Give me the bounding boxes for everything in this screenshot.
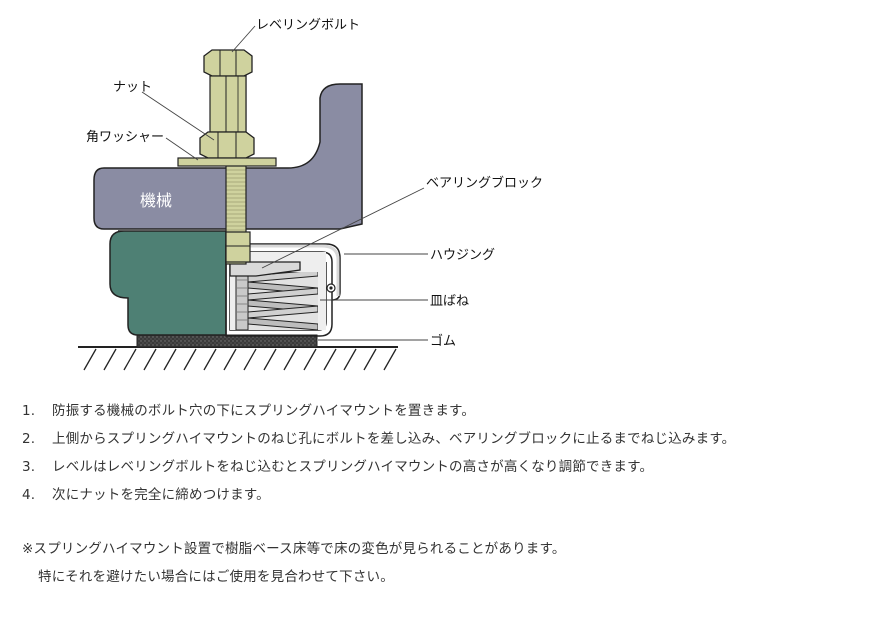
floor-hatch — [78, 346, 398, 371]
label-rubber: ゴム — [430, 333, 456, 349]
note-1: ※スプリングハイマウント設置で樹脂ベース床等で床の変色が見られることがあります。 — [22, 541, 566, 557]
label-square-washer: 角ワッシャー — [86, 130, 164, 145]
step-3: 3.レベルはレベリングボルトをねじ込むとスプリングハイマウントの高さが高くなり調… — [22, 459, 654, 475]
rubber-pad — [136, 334, 318, 348]
bolt-head — [203, 49, 253, 77]
step-1-text: 防振する機械のボルト穴の下にスプリングハイマウントを置きます。 — [52, 403, 476, 419]
nut — [199, 131, 255, 159]
step-4-text: 次にナットを完全に締めつけます。 — [52, 487, 270, 503]
step-4: 4.次にナットを完全に締めつけます。 — [22, 487, 270, 503]
note-2: 特にそれを避けたい場合にはご使用を見合わせて下さい。 — [38, 569, 394, 585]
caution-notes: ※スプリングハイマウント設置で樹脂ベース床等で床の変色が見られることがあります。… — [22, 535, 867, 591]
label-machine: 機械 — [140, 191, 172, 210]
mount-rubber-body — [109, 230, 227, 336]
step-2: 2.上側からスプリングハイマウントのねじ孔にボルトを差し込み、ベアリングブロック… — [22, 431, 736, 447]
disc-springs — [248, 272, 318, 330]
bearing-block — [229, 261, 301, 277]
leader-lines — [141, 25, 428, 341]
step-1: 1.防振する機械のボルト穴の下にスプリングハイマウントを置きます。 — [22, 403, 476, 419]
mount-cross-section-diagram: レベリングボルト ナット 角ワッシャー 機械 ベアリングブロック ハウジング 皿… — [78, 18, 543, 371]
label-disc-spring: 皿ばね — [430, 294, 469, 309]
label-bearing-block: ベアリングブロック — [426, 175, 543, 191]
instruction-steps: 1.防振する機械のボルト穴の下にスプリングハイマウントを置きます。 2.上側から… — [22, 397, 867, 509]
machine-body — [93, 83, 363, 230]
label-leveling-bolt: レベリングボルト — [256, 18, 360, 33]
step-2-text: 上側からスプリングハイマウントのねじ孔にボルトを差し込み、ベアリングブロックに止… — [52, 431, 736, 447]
label-housing: ハウジング — [430, 248, 495, 263]
step-3-text: レベルはレベリングボルトをねじ込むとスプリングハイマウントの高さが高くなり調節で… — [52, 459, 654, 475]
label-nut: ナット — [113, 80, 152, 95]
square-washer — [177, 157, 277, 167]
